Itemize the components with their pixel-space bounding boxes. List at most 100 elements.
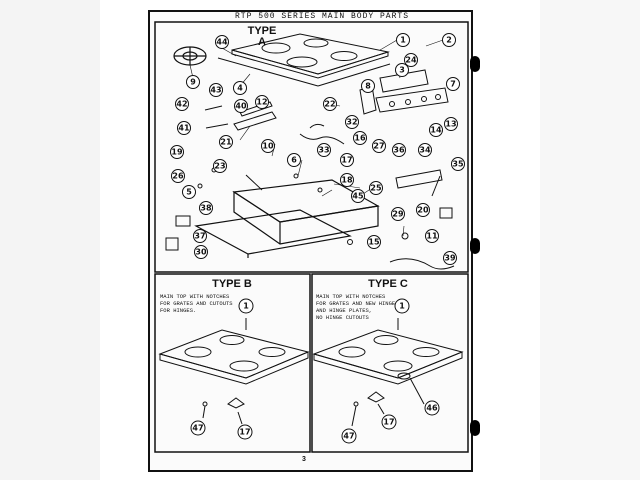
type-a-callout-label-3: 3 [399,66,405,75]
type-a-callout-label-43: 43 [210,86,221,95]
type-a-callout-label-42: 42 [176,100,187,109]
type-a-callout-circle-3 [395,63,409,77]
type-a-callout-circle-17 [340,153,354,167]
type-a-callout-circle-43 [209,83,223,97]
type-a-callout-circle-33 [317,143,331,157]
type-a-callout-label-16: 16 [354,134,366,143]
type-a-callout-label-2: 2 [446,36,452,45]
scan-margin-right [540,0,640,480]
type-a-callout-label-26: 26 [172,172,184,181]
chassis-pan [194,179,380,258]
type-a-callout-label-9: 9 [190,78,196,87]
main-top-a [217,33,391,87]
type-a-callout-circle-22 [323,97,337,111]
type-a-callout-label-19: 19 [171,148,183,157]
type-a-callout-label-17: 17 [341,156,352,165]
panel-type-c-border [311,273,469,453]
type-a-callout-label-27: 27 [373,142,384,151]
type-b-note-2: FOR GRATES AND CUTOUTS [160,300,233,307]
type-a-callout-circle-23 [213,159,227,173]
type-c-callout-circle-1 [394,298,410,314]
type-a-callout-circle-5 [182,185,196,199]
type-a-callout-circle-4 [233,81,247,95]
type-a-callout-label-45: 45 [352,192,364,201]
type-b-callout-circle-1 [238,298,254,314]
type-a-callout-circle-24 [404,53,418,67]
type-b-callout-label-47: 47 [192,424,203,433]
type-a-callout-label-21: 21 [220,138,232,147]
type-a-callout-circle-9 [186,75,200,89]
type-a-callout-label-30: 30 [195,248,207,257]
type-a-callout-label-33: 33 [318,146,329,155]
type-a-callout-circle-10 [261,139,275,153]
binder-hole-middle [470,238,480,254]
type-a-letter: A [258,36,266,48]
type-c-callout-circle-47 [341,428,357,444]
type-a-callout-circle-25 [369,181,383,195]
type-a-callout-label-41: 41 [178,124,190,133]
type-c-label: TYPE C [368,278,408,290]
type-a-callout-label-13: 13 [445,120,456,129]
type-a-callout-circle-45 [351,189,365,203]
type-b-note-3: FOR HINGES. [160,307,196,314]
type-a-callout-label-32: 32 [346,118,357,127]
type-a-callout-circle-11 [425,229,439,243]
type-c-callout-label-1: 1 [399,302,405,311]
type-c-callout-circle-46 [424,400,440,416]
type-a-callout-label-34: 34 [419,146,431,155]
type-a-callout-label-6: 6 [291,156,297,165]
type-a-callout-circle-38 [199,201,213,215]
type-a-callout-label-38: 38 [200,204,212,213]
type-a-callout-label-11: 11 [426,232,438,241]
type-a-callout-circle-1 [396,33,410,47]
type-a-callout-circle-8 [361,79,375,93]
type-b-callout-label-1: 1 [243,302,249,311]
type-a-label: TYPE [248,25,277,37]
panel-type-a-border [154,21,469,273]
binder-hole-bottom [470,420,480,436]
type-b-note-1: MAIN TOP WITH NOTCHES [160,293,230,300]
type-a-callout-circle-37 [193,229,207,243]
type-b-label: TYPE B [212,278,252,290]
binder-hole-top [470,56,480,72]
type-a-callout-circle-7 [446,77,460,91]
type-a-callout-circle-16 [353,131,367,145]
type-a-callout-circle-39 [443,251,457,265]
type-a-callout-label-12: 12 [256,98,267,107]
type-c-note-2: FOR GRATES AND NEW HINGES [316,300,399,307]
type-a-callout-label-20: 20 [417,206,429,215]
small-parts [165,167,455,270]
type-c-callout-label-46: 46 [426,404,438,413]
type-a-callout-circle-2 [442,33,456,47]
type-c-note-3: AND HINGE PLATES, [316,307,372,314]
type-a-callout-circle-40 [234,99,248,113]
type-a-callout-label-4: 4 [237,84,243,93]
type-a-callout-circle-35 [451,157,465,171]
type-b-callout-circle-47 [190,420,206,436]
type-c-note-1: MAIN TOP WITH NOTCHES [316,293,386,300]
type-a-callout-label-22: 22 [324,100,335,109]
type-a-callout-label-1: 1 [400,36,406,45]
type-a-callout-circle-44 [215,35,229,49]
type-a-callout-label-39: 39 [444,254,456,263]
type-a-callout-label-25: 25 [370,184,382,193]
backguard [359,69,449,189]
type-a-callout-circle-27 [372,139,386,153]
type-a-callout-label-37: 37 [194,232,205,241]
type-a-callout-label-10: 10 [262,142,274,151]
scan-margin-left [0,0,100,480]
type-b-callout-label-17: 17 [239,428,250,437]
type-a-callout-circle-42 [175,97,189,111]
type-a-callout-label-8: 8 [365,82,371,91]
type-c-callout-label-17: 17 [383,418,394,427]
type-c-callout-circle-17 [381,414,397,430]
sheet-title: RTP 500 SERIES MAIN BODY PARTS [234,12,410,21]
type-a-callout-circle-13 [444,117,458,131]
type-a-callout-circle-34 [418,143,432,157]
type-a-callout-label-23: 23 [214,162,225,171]
type-a-callout-label-18: 18 [341,176,353,185]
type-a-callout-circle-12 [255,95,269,109]
type-c-note-4: NO HINGE CUTOUTS [316,314,370,321]
type-a-callout-circle-19 [170,145,184,159]
